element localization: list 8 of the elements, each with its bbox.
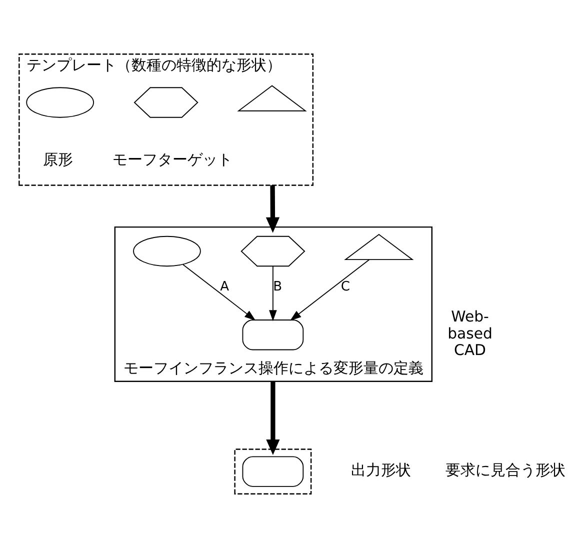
edge-label: C <box>340 278 350 294</box>
edge-label: A <box>220 278 230 294</box>
node-label: Web- based CAD <box>448 307 492 359</box>
node-label: 要求に見合う形状 <box>445 460 566 479</box>
edge-label: B <box>273 278 282 294</box>
label: モーフターゲット <box>112 150 233 168</box>
node-label: 原形 <box>43 150 74 168</box>
node-label: 出力形状 <box>350 460 411 479</box>
